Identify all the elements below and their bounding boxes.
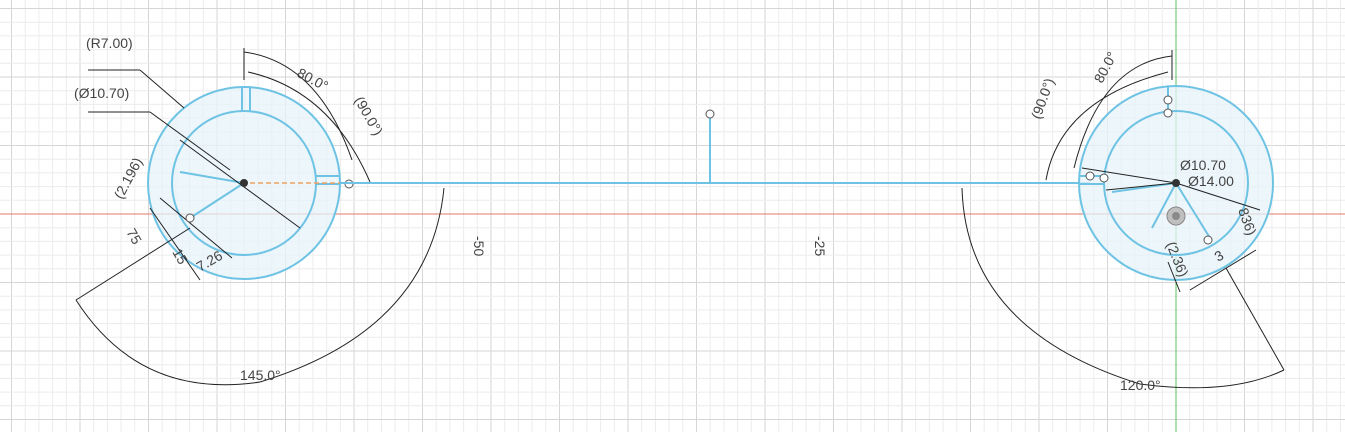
right-diameter-inner-label[interactable]: Ø10.70: [1180, 157, 1226, 173]
left-radius-leader: [139, 69, 185, 109]
right-sketch-point-top-b[interactable]: [1163, 108, 1173, 118]
right-sketch-point-left-a[interactable]: [1085, 171, 1095, 181]
right-angle-80-label[interactable]: 80.0°: [1091, 49, 1121, 86]
left-angle-145-ext: [75, 227, 191, 301]
left-small-dim-1[interactable]: (2.196): [111, 155, 146, 202]
right-diameter-dim-outer: [1175, 182, 1261, 211]
right-angle-120-arc: [961, 187, 1285, 389]
right-spoke-b[interactable]: [1175, 182, 1211, 239]
right-diameter-dim-left: [1081, 167, 1177, 184]
axis-label-minus-50: -50: [471, 236, 487, 256]
origin-inner-icon: [1172, 212, 1180, 220]
right-feature[interactable]: Ø10.70 Ø14.00 80.0° (90.0°) 120.0° (2.36…: [961, 49, 1285, 393]
left-spoke-a[interactable]: [179, 171, 245, 184]
right-sketch-point-left-b[interactable]: [1099, 173, 1109, 183]
left-feature[interactable]: (R7.00) (Ø10.70) 80.0° (90.0°) 145.0° (2…: [74, 35, 445, 386]
right-sketch-point-top-a[interactable]: [1163, 95, 1173, 105]
center-sketch-point-icon[interactable]: [705, 109, 715, 119]
left-angle-90-arc: [247, 71, 371, 183]
left-spoke-b[interactable]: [189, 182, 245, 219]
axis-label-minus-25: -25: [812, 236, 828, 256]
left-diameter-dim-line: [179, 139, 301, 229]
right-diameter-dim-inner: [1105, 182, 1177, 191]
right-small-dim-a: [1167, 261, 1181, 293]
right-spoke-c[interactable]: [1151, 182, 1177, 229]
left-small-dim-b: [159, 197, 233, 259]
left-spoke-point-icon[interactable]: [185, 213, 195, 223]
right-diameter-outer-label[interactable]: Ø14.00: [1188, 173, 1234, 189]
left-small-dim-3[interactable]: 15: [169, 246, 191, 268]
left-angle-145-label[interactable]: 145.0°: [240, 367, 281, 383]
left-center-point-icon[interactable]: [240, 179, 248, 187]
left-radius-label[interactable]: (R7.00): [86, 35, 133, 51]
left-small-dim-2[interactable]: 75: [123, 226, 145, 248]
right-angle-120-label[interactable]: 120.0°: [1120, 377, 1161, 393]
right-small-dim-b: [1189, 249, 1257, 291]
right-center-point-icon[interactable]: [1172, 179, 1180, 187]
left-angle-145-arc: [75, 187, 445, 386]
left-angle-80-arc: [243, 51, 353, 161]
right-angle-120-ext: [1225, 267, 1285, 371]
right-angle-90-arc: [1045, 71, 1169, 181]
right-sketch-point-spoke[interactable]: [1203, 235, 1213, 245]
left-diameter-label[interactable]: (Ø10.70): [74, 85, 129, 101]
left-diameter-leader: [149, 111, 231, 171]
right-angle-80-arc: [1073, 55, 1173, 169]
left-small-dim-a: [149, 207, 201, 281]
